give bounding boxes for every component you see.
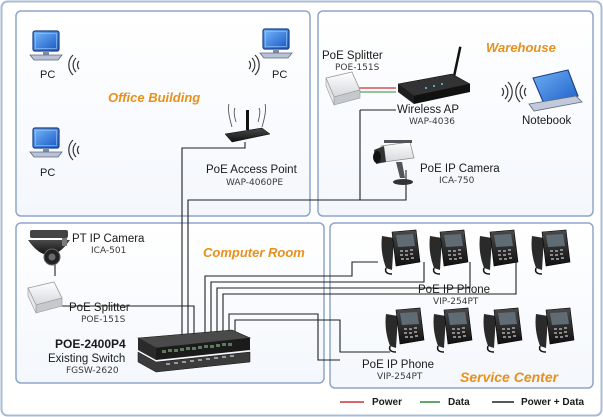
ip-camera-icon xyxy=(373,140,415,185)
splitter-cr-model: POE-151S xyxy=(81,315,126,325)
pc-label: PC xyxy=(272,69,287,81)
existing-switch-model: FGSW-2620 xyxy=(66,366,119,376)
pt-camera-icon xyxy=(28,230,70,266)
zone-title-service-center: Service Center xyxy=(460,369,560,385)
wireless-ap-name: Wireless AP xyxy=(397,104,459,116)
phones-top-name: PoE IP Phone xyxy=(418,284,490,296)
phones-bottom-model: VIP-254PT xyxy=(377,372,423,382)
poe-switch-name: POE-2400P4 xyxy=(55,337,126,351)
splitter-cr-name: PoE Splitter xyxy=(69,302,130,314)
existing-switch-name: Existing Switch xyxy=(48,353,125,365)
poe-splitter-icon xyxy=(325,71,361,106)
zone-title-computer-room: Computer Room xyxy=(203,245,305,260)
wireless-ap-model: WAP-4036 xyxy=(409,117,455,127)
poe-switch-icon xyxy=(136,329,252,373)
pt-camera-name: PT IP Camera xyxy=(72,233,145,245)
zone-office xyxy=(15,10,311,217)
ip-camera-model: ICA-750 xyxy=(439,176,475,186)
poe-access-point-icon xyxy=(224,103,271,143)
pt-camera-model: ICA-501 xyxy=(91,246,126,256)
phones-top-model: VIP-254PT xyxy=(433,297,479,307)
poe-ap-model: WAP-4060PE xyxy=(226,178,283,188)
legend-power-label: Power xyxy=(372,397,402,408)
pc-icon xyxy=(259,28,293,59)
cable-bundle xyxy=(49,109,517,361)
poe-splitter-icon xyxy=(27,281,63,314)
zone-title-warehouse: Warehouse xyxy=(486,40,556,55)
pc-icon xyxy=(29,30,63,61)
ip-camera-name: PoE IP Camera xyxy=(420,163,500,175)
phones-bottom-name: PoE IP Phone xyxy=(362,359,434,371)
zone-title-office: Office Building xyxy=(108,90,200,105)
splitter-wh-name: PoE Splitter xyxy=(322,50,383,62)
notebook-icon xyxy=(528,69,583,112)
legend-data-label: Data xyxy=(448,397,470,408)
notebook-name: Notebook xyxy=(522,115,571,127)
pc-label: PC xyxy=(40,167,55,179)
legend-power-data-label: Power + Data xyxy=(521,397,585,408)
legend: Power Data Power + Data xyxy=(340,397,585,408)
pc-icon xyxy=(29,127,63,158)
splitter-wh-model: POE-151S xyxy=(335,63,380,73)
pc-label: PC xyxy=(40,69,55,81)
zone-warehouse xyxy=(317,10,594,217)
wireless-ap-icon xyxy=(397,46,471,104)
poe-ap-name: PoE Access Point xyxy=(206,164,298,176)
